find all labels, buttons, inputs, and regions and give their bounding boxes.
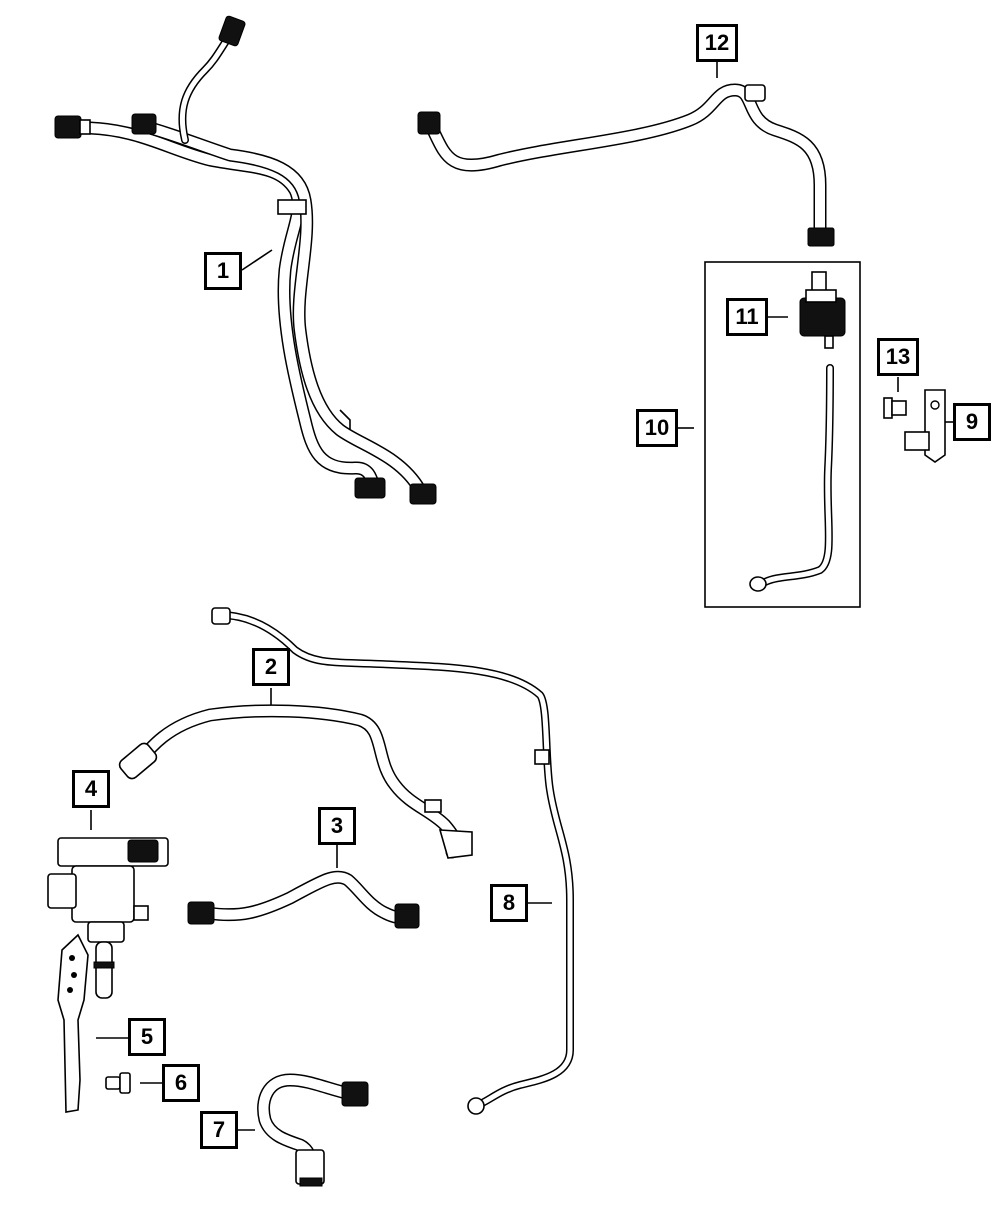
callout-label: 3 [330,813,344,838]
part-7-hose [257,1073,369,1187]
callout-label: 8 [502,890,516,915]
callout-label: 2 [264,654,278,679]
callout-label: 13 [885,344,911,369]
callout-5[interactable]: 5 [128,1018,166,1056]
callout-label: 1 [216,258,230,283]
part-10-group-frame [704,261,861,608]
part-10-hose [749,364,834,592]
callout-1[interactable]: 1 [204,252,242,290]
callout-label: 9 [965,409,979,434]
callout-4[interactable]: 4 [72,770,110,808]
callout-label: 11 [735,304,759,329]
callout-9[interactable]: 9 [953,403,991,441]
callout-label: 4 [84,776,98,801]
callout-13[interactable]: 13 [877,338,919,376]
callout-2[interactable]: 2 [252,648,290,686]
callout-label: 10 [644,415,670,440]
part-11-valve [799,271,846,349]
callout-3[interactable]: 3 [318,807,356,845]
part-2-hose [118,704,473,859]
callout-7[interactable]: 7 [200,1111,238,1149]
callout-6[interactable]: 6 [162,1064,200,1102]
part-5-bracket [57,933,89,1113]
part-12-hose [417,83,835,247]
part-8-hose [211,607,574,1115]
leader-lines [90,62,953,1131]
callout-label: 12 [704,30,730,55]
part-9-bracket [904,389,946,463]
part-4-canister [47,837,169,999]
part-13-push-pin [883,397,907,419]
callout-8[interactable]: 8 [490,884,528,922]
part-6-push-pin [105,1072,131,1094]
part-3-hose [187,870,420,929]
callout-label: 5 [140,1024,154,1049]
callout-label: 6 [174,1070,188,1095]
callout-label: 7 [212,1117,226,1142]
callout-10[interactable]: 10 [636,409,678,447]
callout-12[interactable]: 12 [696,24,738,62]
part-1-hose-assembly [54,15,437,505]
callout-11[interactable]: 11 [726,298,768,336]
